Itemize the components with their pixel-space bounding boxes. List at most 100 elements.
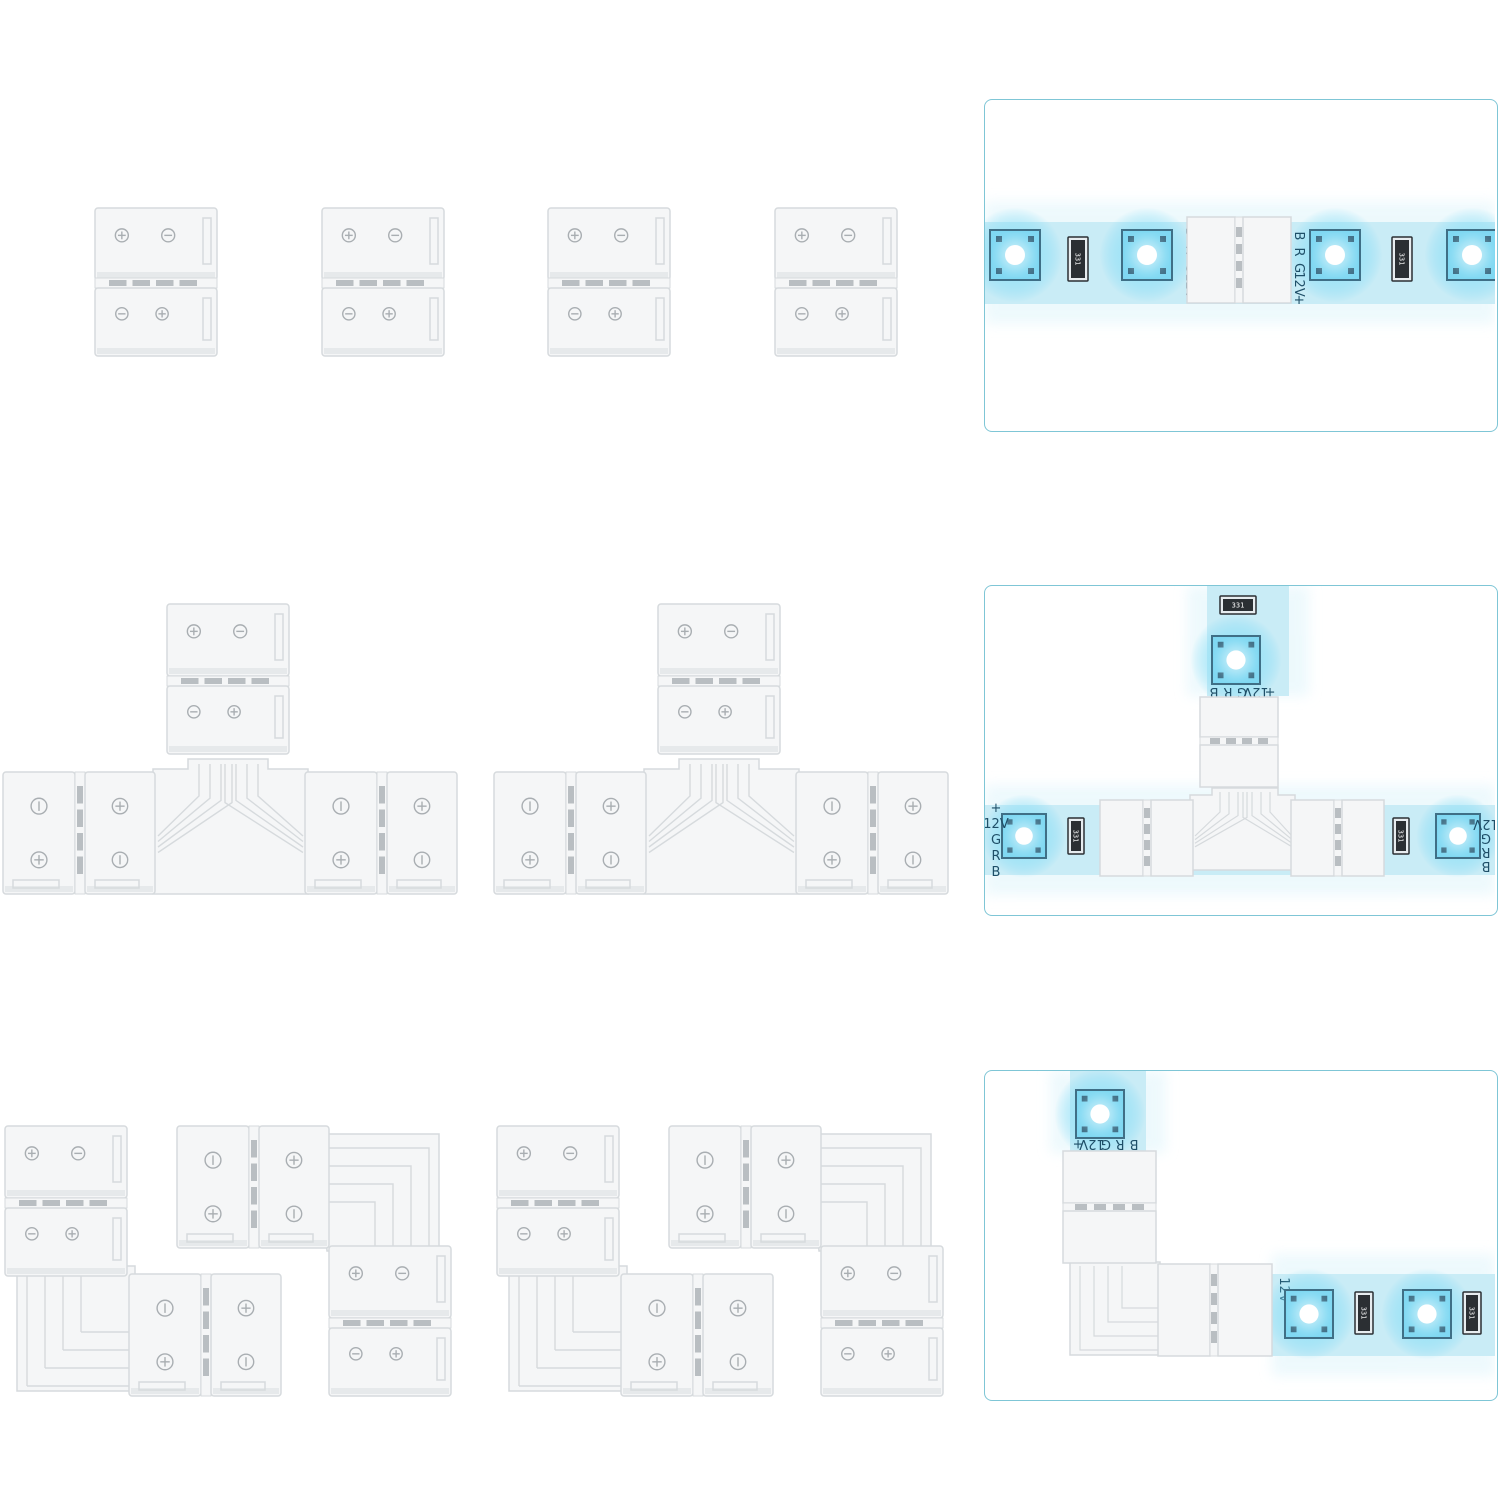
pcb-label-top: 12V xyxy=(1079,1136,1105,1151)
rgb-led-chip-icon xyxy=(1263,1268,1355,1360)
rgb-led-chip-icon xyxy=(985,794,1066,878)
plus-symbol-icon xyxy=(237,1299,255,1317)
minus-symbol-icon xyxy=(563,1146,578,1161)
minus-symbol-icon xyxy=(724,624,739,639)
straight-connector xyxy=(321,207,445,357)
plus-symbol-icon xyxy=(156,1353,174,1371)
pcb-label-top: + xyxy=(1073,1136,1084,1151)
straight-connector xyxy=(774,207,898,357)
circuit-trace xyxy=(819,1183,886,1251)
contact-pins xyxy=(328,1317,452,1329)
connector-housing-bottom xyxy=(328,1327,452,1397)
minus-symbol-icon xyxy=(204,1151,222,1169)
contact-pins xyxy=(376,771,388,895)
pcb-label-right: 12V xyxy=(1291,271,1306,297)
plus-symbol-icon xyxy=(24,1146,40,1161)
circuit-trace xyxy=(715,764,795,854)
pcb-label-right: B xyxy=(1482,858,1491,873)
circuit-trace xyxy=(224,764,304,854)
plus-symbol-icon xyxy=(341,228,357,243)
connector-housing-left xyxy=(493,771,567,895)
vertical-connector xyxy=(166,603,290,755)
connector-body xyxy=(152,758,309,895)
connector-housing-top xyxy=(94,207,218,281)
minus-symbol-icon xyxy=(823,797,841,815)
connector-housing-bottom xyxy=(774,287,898,357)
rgb-led-chip-icon xyxy=(1099,207,1195,303)
connector-housing-right xyxy=(210,1273,282,1397)
connector-housing-top xyxy=(657,603,781,677)
circuit-trace xyxy=(327,1183,394,1251)
circuit-trace xyxy=(157,764,200,837)
contact-pins xyxy=(657,675,781,687)
circuit-trace xyxy=(726,764,795,848)
rgb-led-chip-icon xyxy=(1416,794,1495,878)
connector-housing-top xyxy=(328,1245,452,1319)
contact-pins xyxy=(565,771,577,895)
plus-symbol-icon xyxy=(413,797,431,815)
contact-pins xyxy=(867,771,879,895)
plus-symbol-icon xyxy=(602,797,620,815)
plus-symbol-icon xyxy=(114,228,130,243)
plus-symbol-icon xyxy=(332,851,350,869)
vertical-connector xyxy=(496,1125,620,1277)
contact-pins xyxy=(248,1125,260,1249)
l-shape-connector xyxy=(4,1125,282,1397)
pcb-label-right: + xyxy=(1291,295,1306,306)
circuit-trace xyxy=(648,764,691,837)
plus-symbol-icon xyxy=(729,1299,747,1317)
connector-housing-top xyxy=(166,603,290,677)
connector-body xyxy=(316,1133,440,1252)
circuit-trace xyxy=(819,1165,904,1251)
circuit-trace xyxy=(157,764,222,848)
rgb-led-chip-icon xyxy=(1054,1071,1146,1160)
straight-connector xyxy=(94,207,218,357)
connector-housing-right xyxy=(750,1125,822,1249)
pcb-label-top: B xyxy=(1130,1136,1139,1151)
resistor-code: 331 xyxy=(1232,602,1245,610)
pcb-label-left: + xyxy=(991,801,1002,816)
minus-symbol-icon xyxy=(729,1353,747,1371)
minus-symbol-icon xyxy=(777,1205,795,1223)
minus-symbol-icon xyxy=(111,851,129,869)
side-connector xyxy=(128,1273,282,1397)
minus-symbol-icon xyxy=(795,307,809,321)
resistor-code: 331 xyxy=(1072,830,1080,843)
pcb-label-top: G xyxy=(1237,684,1247,699)
minus-symbol-icon xyxy=(568,307,582,321)
contact-pins xyxy=(692,1273,704,1397)
contact-pins xyxy=(740,1125,752,1249)
smd-resistor-icon: 331 xyxy=(1219,595,1257,615)
minus-symbol-icon xyxy=(233,624,248,639)
minus-symbol-icon xyxy=(841,228,856,243)
contact-pins xyxy=(166,675,290,687)
contact-pins xyxy=(820,1317,944,1329)
l-shape-connector xyxy=(176,1125,452,1397)
resistor-code: 331 xyxy=(1468,1307,1476,1320)
connector-housing-bottom xyxy=(166,685,290,755)
pcb-label-left: 12V xyxy=(983,817,1009,832)
connector-housing-top xyxy=(321,207,445,281)
minus-symbol-icon xyxy=(521,797,539,815)
side-connector xyxy=(304,771,458,895)
pcb-label-top: R xyxy=(1115,1136,1124,1151)
circuit-trace xyxy=(327,1147,430,1251)
minus-symbol-icon xyxy=(696,1151,714,1169)
connector-housing-top xyxy=(496,1125,620,1199)
plus-symbol-icon xyxy=(904,797,922,815)
minus-symbol-icon xyxy=(678,705,692,719)
connector-housing-bottom xyxy=(820,1327,944,1397)
rgb-led-chip-icon xyxy=(1381,1268,1473,1360)
l-shape-connector xyxy=(496,1125,774,1397)
plus-symbol-icon xyxy=(777,1151,795,1169)
connector-housing-right xyxy=(575,771,647,895)
smd-resistor-icon: 331 xyxy=(1067,817,1085,855)
plus-symbol-icon xyxy=(204,1205,222,1223)
side-connector xyxy=(2,771,156,895)
circuit-trace xyxy=(157,764,233,854)
connector-housing-left xyxy=(668,1125,742,1249)
minus-symbol-icon xyxy=(187,705,201,719)
side-connector xyxy=(795,771,949,895)
side-connector xyxy=(493,771,647,895)
